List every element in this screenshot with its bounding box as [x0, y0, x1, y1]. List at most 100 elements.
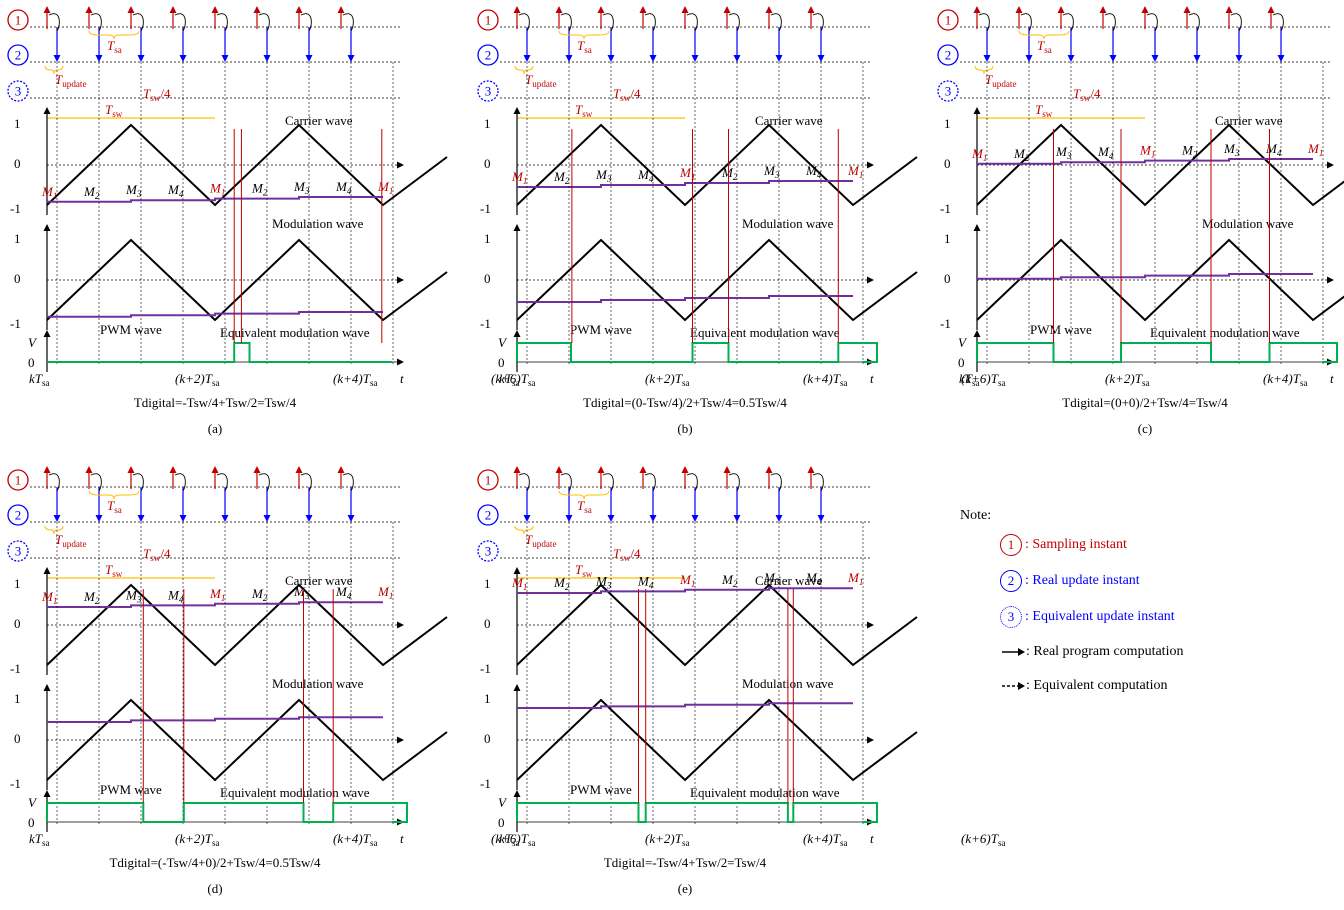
m-label: M4	[1265, 141, 1282, 158]
computation-curve	[728, 473, 740, 492]
real-update-marker-number: 2	[15, 508, 22, 523]
chart2-tick-minus1: -1	[480, 316, 491, 331]
chart2-tick-minus1: -1	[10, 316, 21, 331]
m-label: M3	[125, 182, 142, 199]
note-real-update-text: : Real update instant	[1025, 573, 1140, 588]
sampling-arrow-head	[1267, 6, 1275, 13]
computation-curve	[48, 473, 60, 492]
chart2-yaxis-head	[973, 224, 981, 231]
real-update-marker-number: 2	[945, 48, 952, 63]
update-arrow-head	[733, 515, 741, 522]
modulation-wave-label: Modulation wave	[272, 216, 364, 231]
time-tick-label: (k+6)Tsa	[961, 371, 1006, 388]
computation-curve	[1188, 13, 1200, 32]
chart1-tick-minus1: -1	[480, 201, 491, 216]
chart2-tick-0: 0	[484, 731, 491, 746]
chart1-yaxis-head	[513, 567, 521, 574]
update-arrow-head	[565, 55, 573, 62]
equivalent-update-marker	[937, 80, 959, 102]
computation-curve	[728, 13, 740, 32]
update-arrow-head	[347, 55, 355, 62]
panel-formula: Tdigital=(0-Tsw/4)/2+Tsw/4=0.5Tsw/4	[583, 395, 787, 410]
computation-curve	[686, 13, 698, 32]
sampling-arrow-head	[1057, 6, 1065, 13]
note-equivalent-computation-text: : Equivalent computation	[1026, 678, 1168, 693]
sampling-arrow-head	[1099, 6, 1107, 13]
sampling-arrow-head	[295, 6, 303, 13]
update-arrow-head	[817, 515, 825, 522]
circled-two-icon: 2	[1000, 570, 1022, 592]
time-tick-label: (k+4)Tsa	[803, 831, 848, 848]
m-label: M1	[1139, 143, 1155, 160]
sampling-arrow-head	[85, 6, 93, 13]
sampling-arrow-head	[127, 6, 135, 13]
equivalent-update-marker-number: 3	[15, 544, 22, 559]
update-arrow-head	[817, 55, 825, 62]
tsa-label: Tsa	[107, 498, 122, 515]
tsw-quarter-label: Tsw/4	[1073, 86, 1101, 103]
tsw-label: Tsw	[105, 102, 123, 119]
note-real-update: 2 : Real update instant	[1000, 570, 1140, 592]
real-update-marker	[477, 504, 499, 526]
m-label: M1	[41, 589, 57, 606]
update-arrow-head	[1151, 55, 1159, 62]
update-arrow-head	[263, 55, 271, 62]
time-tick-label: (k+4)Tsa	[803, 371, 848, 388]
computation-curve	[602, 13, 614, 32]
sampling-arrow-head	[681, 466, 689, 473]
pwm-v-label: V	[498, 335, 508, 350]
pwm-zero-label: 0	[498, 815, 505, 830]
update-arrow-head	[137, 55, 145, 62]
pwm-v-label: V	[498, 795, 508, 810]
sampling-arrow-head	[253, 6, 261, 13]
tsw-quarter-label: Tsw/4	[143, 86, 171, 103]
m-label: M4	[335, 584, 352, 601]
panel-formula: Tdigital=-Tsw/4+Tsw/2=Tsw/4	[604, 855, 767, 870]
carrier-wave-2	[46, 698, 448, 782]
m-label: M2	[83, 589, 100, 606]
update-arrow-head	[53, 515, 61, 522]
modulation-wave	[517, 587, 853, 594]
time-tick-label: (k+6)Tsa	[491, 371, 536, 388]
carrier-wave-label: Carrier wave	[755, 113, 823, 128]
time-tick-label: (k+4)Tsa	[333, 371, 378, 388]
computation-curve	[300, 13, 312, 32]
modulation-wave	[47, 601, 383, 608]
carrier-wave	[516, 123, 918, 207]
m-label: M1	[209, 181, 225, 198]
sampling-arrow-head	[723, 6, 731, 13]
computation-curve	[560, 473, 572, 492]
time-tick-label: kTsa	[29, 831, 50, 848]
computation-curve	[216, 13, 228, 32]
sampling-arrow-head	[807, 466, 815, 473]
m-label: M4	[637, 573, 654, 590]
time-axis-t-label: t	[1330, 371, 1334, 386]
equivalent-modulation-label: Equivalent modulation wave	[220, 785, 370, 800]
computation-curve	[132, 13, 144, 32]
computation-curve	[518, 13, 530, 32]
modulation-wave	[47, 196, 383, 203]
pwm-wave-label: PWM wave	[100, 782, 162, 797]
update-arrow-head	[649, 55, 657, 62]
dashed-arrow-icon	[1002, 682, 1025, 690]
update-arrow-head	[179, 515, 187, 522]
tupdate-brace	[514, 525, 534, 535]
equivalent-update-marker	[477, 80, 499, 102]
modulation-wave	[517, 180, 853, 188]
real-update-marker-number: 2	[485, 48, 492, 63]
modulation-wave-label: Modulation wave	[1202, 216, 1294, 231]
pwm-v-label: V	[28, 335, 38, 350]
real-update-marker-number: 2	[485, 508, 492, 523]
tsa-brace	[558, 490, 610, 500]
sampling-instant-marker-number: 1	[15, 473, 22, 488]
m-label: M1	[209, 586, 225, 603]
pwm-wave-label: PWM wave	[1030, 322, 1092, 337]
sampling-arrow-head	[211, 6, 219, 13]
carrier-wave-2	[516, 238, 918, 322]
note-sampling-text: : Sampling instant	[1025, 537, 1127, 552]
m-label: M4	[167, 182, 184, 199]
sampling-arrow-head	[1015, 6, 1023, 13]
